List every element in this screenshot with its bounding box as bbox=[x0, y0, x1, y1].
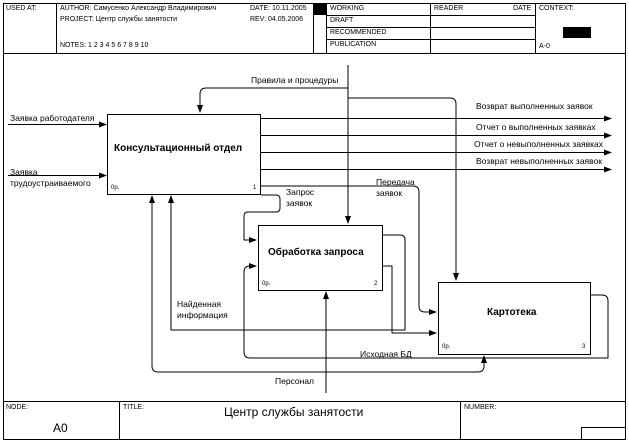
label-input1: Заявка работодателя bbox=[10, 113, 95, 123]
label-personnel: Персонал bbox=[275, 376, 315, 386]
node-value: A0 bbox=[53, 421, 68, 435]
box-cardfile bbox=[438, 282, 591, 355]
context-marker bbox=[563, 27, 591, 38]
project-field: PROJECT: Центр службы занятости bbox=[60, 16, 178, 23]
box-processing-num: 2 bbox=[374, 281, 378, 287]
notes-field: NOTES: 1 2 3 4 5 6 7 8 9 10 bbox=[60, 42, 149, 49]
label-found-a: Найденная bbox=[177, 299, 222, 309]
label-input2a: Заявка bbox=[10, 167, 38, 177]
box-cardfile-num: 3 bbox=[582, 344, 586, 350]
label-out4: Возврат невыполненных заявок bbox=[476, 156, 603, 166]
arrow-box2-out bbox=[383, 265, 437, 336]
arrow-personnel-3 bbox=[326, 355, 487, 373]
title-label: TITLE: bbox=[123, 404, 145, 411]
label-out3: Отчет о невыполненных заявках bbox=[474, 139, 604, 149]
status-recommended: RECOMMENDED bbox=[330, 29, 387, 36]
arrow-found bbox=[168, 195, 406, 331]
label-input2b: трудоустраиваемого bbox=[10, 178, 91, 188]
label-found-b: информация bbox=[177, 310, 228, 320]
label-transfer-b: заявок bbox=[376, 188, 403, 198]
box-consult bbox=[107, 114, 261, 195]
box-processing-title: Обработка запроса bbox=[268, 247, 364, 258]
label-control: Правила и процедуры bbox=[251, 75, 339, 85]
status-working: WORKING bbox=[330, 5, 365, 12]
box-cardfile-title: Картотека bbox=[487, 307, 537, 318]
node-label: NODE: bbox=[6, 404, 29, 411]
reader-label: READER bbox=[434, 5, 464, 12]
box-consult-title: Консультационный отдел bbox=[114, 143, 243, 154]
used-at-label: USED AT: bbox=[6, 5, 37, 12]
status-draft: DRAFT bbox=[330, 17, 354, 24]
label-source-db: Исходная БД bbox=[360, 349, 412, 359]
date2-label: DATE bbox=[513, 5, 532, 12]
frame-border bbox=[3, 3, 626, 440]
box-processing-code: 0р. bbox=[262, 281, 271, 287]
box-consult-code: 0р. bbox=[111, 185, 120, 191]
author-field: AUTHOR: Самусенко Александр Владимирович bbox=[60, 5, 217, 12]
label-out1: Возврат выполненных заявок bbox=[476, 101, 593, 111]
date-field: DATE: 10.11.2005 bbox=[250, 5, 307, 12]
context-label: CONTEXT: bbox=[539, 5, 574, 12]
arrow-request bbox=[243, 194, 281, 243]
box-cardfile-code: 0р. bbox=[442, 344, 451, 350]
arrow-source-db bbox=[243, 263, 609, 359]
arrow-control-1 bbox=[197, 65, 349, 113]
arrow-personnel-1 bbox=[149, 195, 326, 373]
rev-field: REV: 04.05.2006 bbox=[250, 16, 304, 23]
label-transfer-a: Передача bbox=[376, 177, 415, 187]
box-processing bbox=[258, 225, 383, 291]
box-consult-num: 1 bbox=[253, 185, 257, 191]
diagram-title: Центр службы занятости bbox=[224, 405, 364, 419]
context-node: A-0 bbox=[539, 43, 550, 50]
number-label: NUMBER: bbox=[464, 404, 497, 411]
working-marker bbox=[314, 4, 326, 15]
label-request-b: заявок bbox=[286, 198, 313, 208]
arrow-control-3 bbox=[348, 97, 459, 281]
label-request-a: Запрос bbox=[286, 187, 315, 197]
arrow-transfer bbox=[261, 185, 437, 315]
status-publication: PUBLICATION bbox=[330, 41, 377, 48]
label-out2: Отчет о выполненных заявках bbox=[476, 122, 596, 132]
